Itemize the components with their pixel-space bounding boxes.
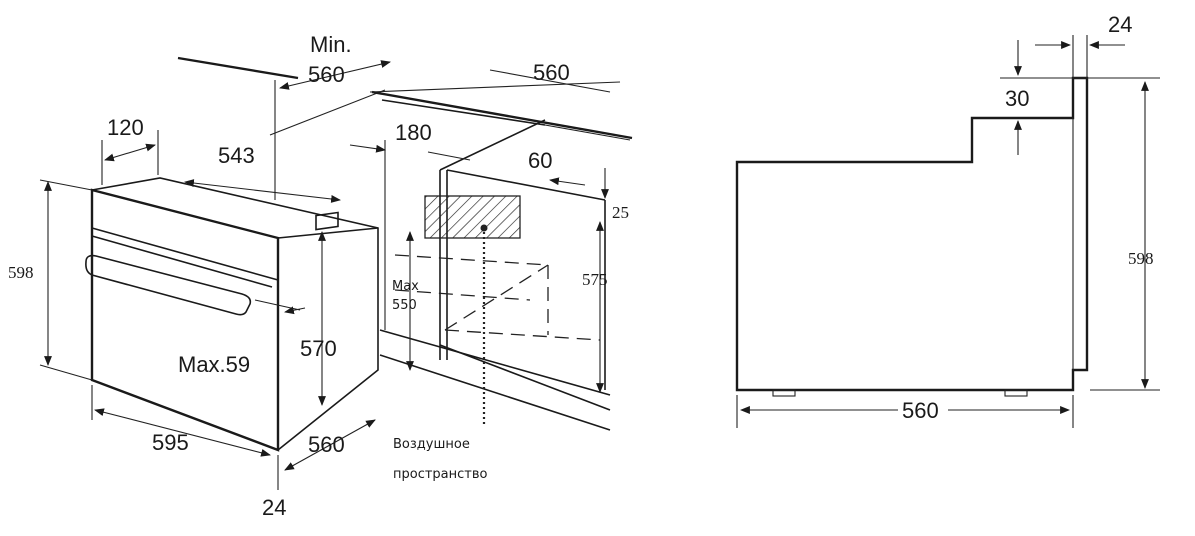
label-560-depth: 560	[308, 432, 345, 457]
label-24: 24	[262, 495, 286, 520]
label-180: 180	[395, 120, 432, 145]
left-dimensions	[39, 60, 621, 490]
door-handle	[85, 254, 252, 316]
label-30: 30	[1005, 86, 1029, 111]
oven	[85, 177, 379, 452]
left-labels: Min. 560 560 120 543 180 60 25 598 575 M…	[8, 32, 629, 520]
side-profile	[735, 76, 1089, 397]
label-air-space-1: Воздушное	[393, 437, 470, 452]
label-595: 595	[152, 430, 189, 455]
cabinet	[177, 56, 633, 431]
label-25: 25	[612, 203, 629, 222]
label-min: Min.	[310, 32, 352, 57]
label-543: 543	[218, 143, 255, 168]
label-cabinet-depth: 560	[533, 60, 570, 85]
label-570: 570	[300, 336, 337, 361]
label-max: Max	[392, 279, 419, 294]
label-60: 60	[528, 148, 552, 173]
label-550: 550	[392, 298, 417, 313]
right-dimensions	[736, 35, 1160, 428]
label-120: 120	[107, 115, 144, 140]
label-560-right: 560	[902, 398, 939, 423]
label-niche-width: 560	[308, 62, 345, 87]
label-max-59: Max.59	[178, 352, 250, 377]
label-598: 598	[8, 263, 34, 282]
label-575: 575	[582, 270, 608, 289]
label-air-space-2: пространство	[393, 467, 488, 482]
label-24-right: 24	[1108, 12, 1132, 37]
right-labels: 24 30 598 560	[902, 12, 1154, 423]
label-598-right: 598	[1128, 249, 1154, 268]
